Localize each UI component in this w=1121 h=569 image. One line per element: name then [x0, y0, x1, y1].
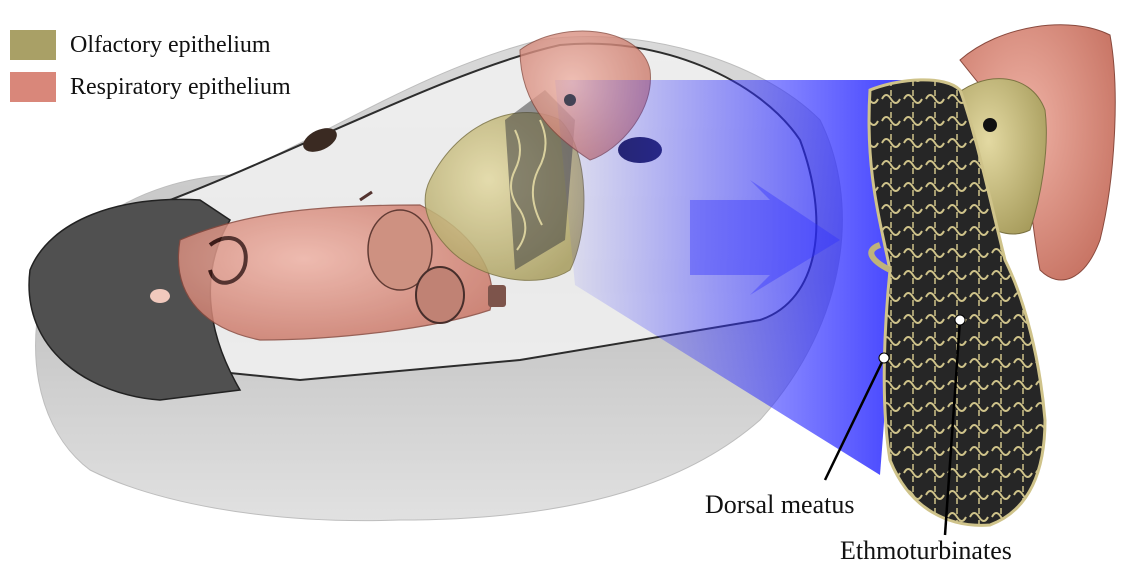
- legend-label-olfactory: Olfactory epithelium: [70, 32, 271, 59]
- legend: Olfactory epithelium Respiratory epithel…: [10, 30, 291, 114]
- respiratory-swatch: [10, 72, 56, 102]
- callout-ethmoturbinates: Ethmoturbinates: [840, 536, 1012, 566]
- legend-label-respiratory: Respiratory epithelium: [70, 74, 291, 101]
- legend-item-respiratory: Respiratory epithelium: [10, 72, 291, 102]
- olfactory-swatch: [10, 30, 56, 60]
- callout-dorsal-meatus: Dorsal meatus: [705, 490, 854, 520]
- legend-item-olfactory: Olfactory epithelium: [10, 30, 291, 60]
- ethmoturbinate-section: [869, 25, 1115, 526]
- nostril: [150, 289, 170, 303]
